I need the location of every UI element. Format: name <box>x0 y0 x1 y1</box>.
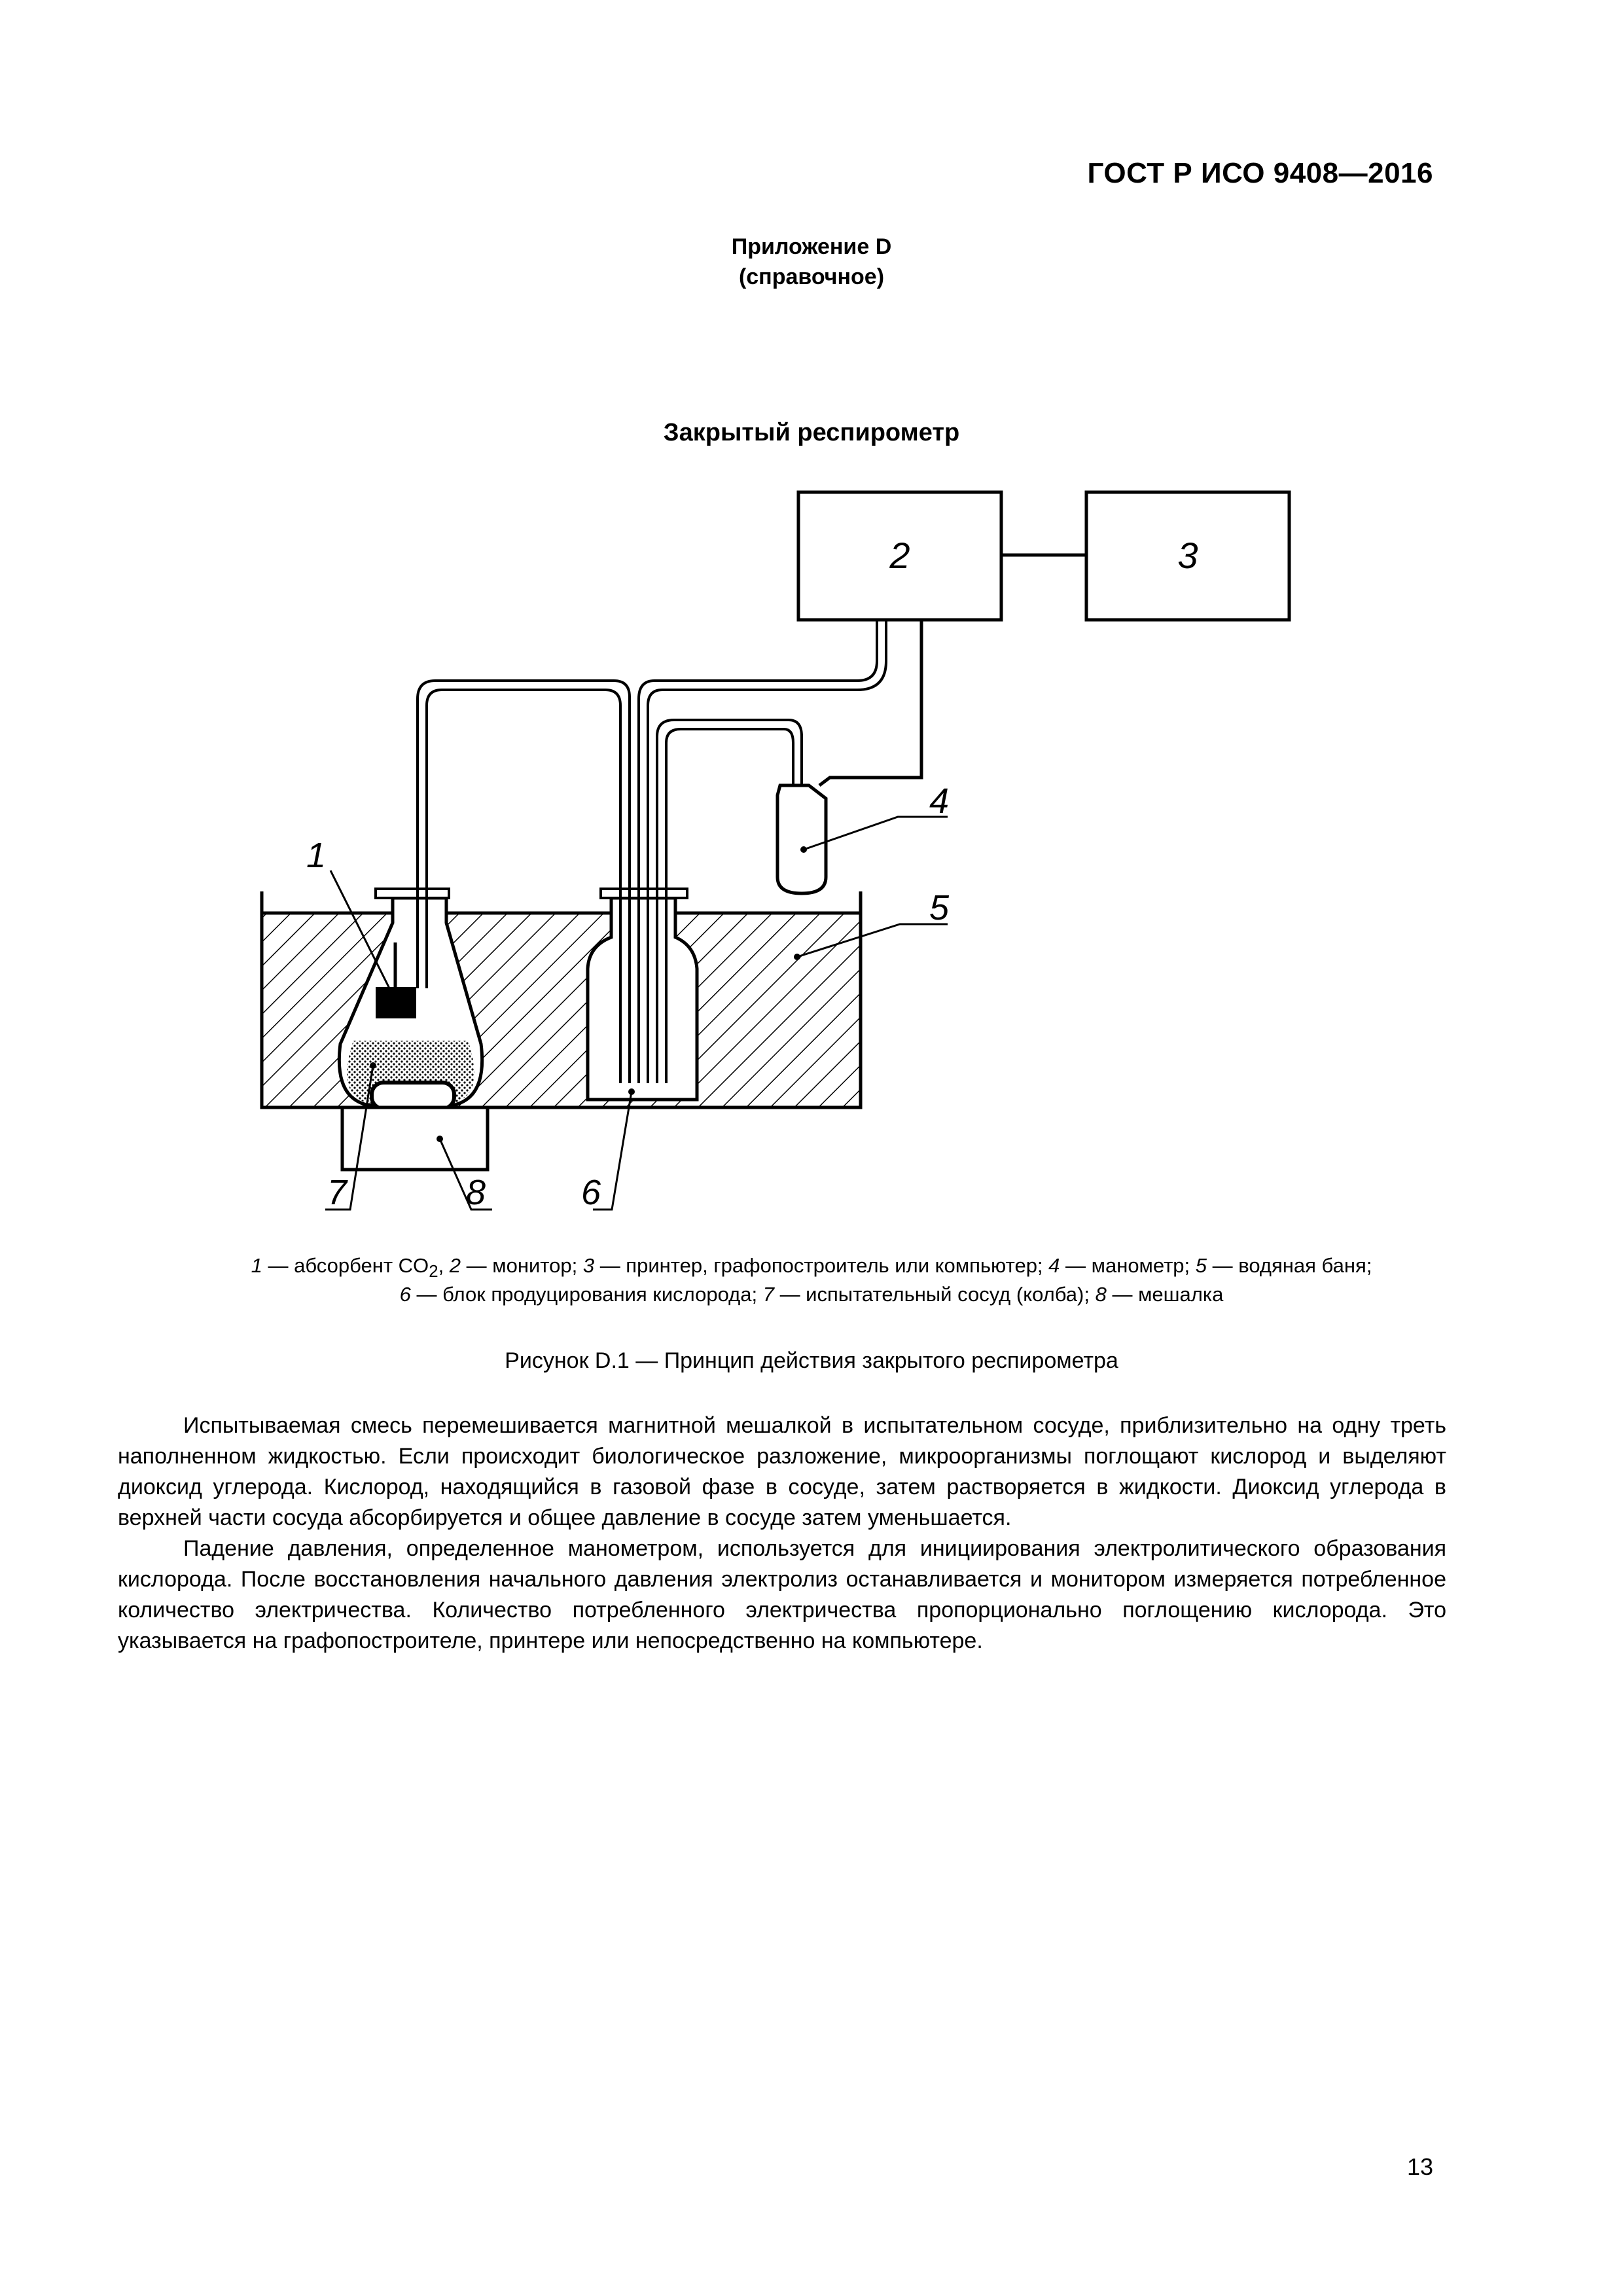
callout-1: 1 <box>306 836 326 875</box>
printer-box <box>1084 490 1291 622</box>
legend-sub-2: 2 <box>429 1263 438 1282</box>
legend-text-5: — водяная баня; <box>1207 1254 1372 1277</box>
monitor-box <box>796 490 1003 622</box>
stir-bar <box>370 1081 456 1111</box>
printer-box-label: 3 <box>1177 535 1198 576</box>
body-paragraph-1: Испытываемая смесь перемешивается магнит… <box>118 1413 1446 1530</box>
monitor-box-label: 2 <box>889 535 910 576</box>
figure-legend-line-1: 1 — абсорбент CO2, 2 — монитор; 3 — прин… <box>98 1251 1525 1286</box>
callout-points <box>370 846 807 1142</box>
callout-6: 6 <box>581 1173 601 1212</box>
respirometer-diagram: 2 3 <box>260 490 1291 1212</box>
manometer-signal-line <box>818 620 923 787</box>
legend-num-5: 5 <box>1195 1254 1207 1277</box>
legend-text-1: — абсорбент CO <box>262 1254 429 1277</box>
callout-5: 5 <box>929 888 950 927</box>
document-standard-code: ГОСТ Р ИСО 9408—2016 <box>1087 157 1433 189</box>
legend-text-8: — мешалка <box>1106 1283 1224 1306</box>
legend-text-4: — манометр; <box>1060 1254 1196 1277</box>
figure-legend-line-2: 6 — блок продуцирования кислорода; 7 — и… <box>98 1280 1525 1309</box>
body-paragraph-2: Падение давления, определенное манометро… <box>118 1536 1446 1653</box>
legend-text-1b: , <box>438 1254 450 1277</box>
callout-8: 8 <box>466 1173 486 1212</box>
manometer <box>776 783 828 895</box>
legend-num-8: 8 <box>1095 1283 1107 1306</box>
figure-caption: Рисунок D.1 — Принцип действия закрытого… <box>505 1348 1118 1373</box>
legend-num-6: 6 <box>399 1283 411 1306</box>
callout-7: 7 <box>327 1173 348 1212</box>
appendix-subtitle: (справочное) <box>738 264 885 289</box>
appendix-title: Приложение D <box>731 234 892 259</box>
callout-leaders <box>325 816 948 1211</box>
legend-text-7: — испытательный сосуд (колба); <box>774 1283 1096 1306</box>
page-number: 13 <box>1406 2153 1433 2180</box>
callout-4: 4 <box>929 781 949 821</box>
body-text: Испытываемая смесь перемешивается магнит… <box>118 1410 1446 1657</box>
legend-num-3: 3 <box>582 1254 595 1277</box>
legend-num-7: 7 <box>762 1283 774 1306</box>
legend-num-2: 2 <box>449 1254 461 1277</box>
legend-text-2: — монитор; <box>461 1254 583 1277</box>
legend-text-6: — блок продуцирования кислорода; <box>410 1283 763 1306</box>
tubing <box>416 620 887 1083</box>
legend-num-4: 4 <box>1048 1254 1060 1277</box>
legend-num-1: 1 <box>251 1254 262 1277</box>
co2-absorbent-cup <box>376 942 416 1018</box>
figure-title: Закрытый респирометр <box>663 419 960 446</box>
stirrer-box <box>340 1105 490 1172</box>
legend-text-3: — принтер, графопостроитель или компьюте… <box>594 1254 1049 1277</box>
